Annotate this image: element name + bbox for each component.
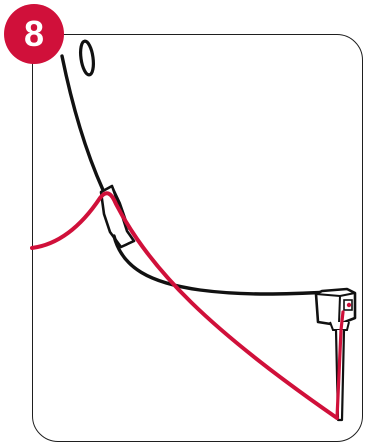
step-number: 8 [23,13,45,54]
black-thread-upper [60,54,105,192]
red-thread [30,191,339,420]
red-thread-needle [335,310,345,420]
needle-clamp [314,287,357,331]
oval-loop [79,39,95,77]
step-badge: 8 [4,4,64,64]
instruction-panel [32,34,363,442]
black-thread-lower [112,234,332,296]
